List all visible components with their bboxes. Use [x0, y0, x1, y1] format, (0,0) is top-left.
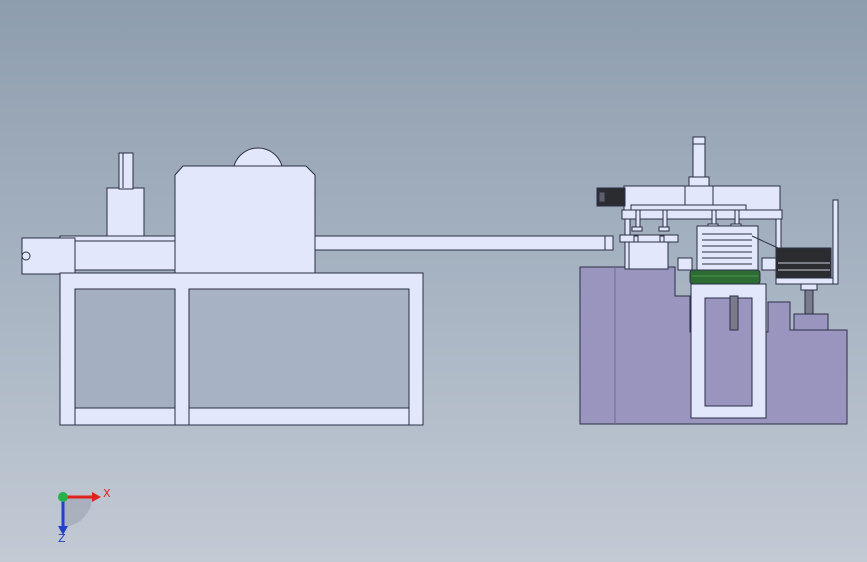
cylinder-cap — [692, 136, 706, 145]
gripper-rail — [619, 234, 679, 243]
suction-bar — [630, 204, 747, 211]
right-processing-station[interactable] — [579, 136, 848, 425]
top-pulley — [233, 147, 283, 167]
triad-shading — [63, 497, 93, 527]
z-axis-arrow — [58, 526, 68, 535]
left-conveyor-unit[interactable] — [21, 147, 614, 426]
stack-guide — [696, 225, 759, 273]
clamp-left — [677, 257, 693, 271]
z-axis-label: Z — [58, 532, 66, 545]
reference-triad[interactable]: X Z — [58, 487, 111, 545]
roller-bolt — [21, 251, 31, 261]
conveyor-support — [775, 277, 837, 285]
side-motor-face — [598, 191, 606, 203]
motor-block — [106, 187, 145, 237]
frame-opening-right — [188, 288, 410, 409]
feed-roller — [689, 269, 761, 285]
suction-cup — [658, 226, 670, 232]
cylinder-flange — [684, 185, 714, 207]
gripper-box — [628, 241, 669, 270]
main-housing — [174, 165, 316, 274]
suction-cup — [631, 226, 643, 232]
guide-arm — [751, 235, 779, 249]
enclosure-rim — [621, 209, 783, 220]
column-cap — [800, 283, 818, 291]
extended-shaft — [299, 235, 611, 251]
x-axis-label: X — [103, 487, 111, 500]
motor-shaft — [118, 152, 134, 190]
cylinder-body — [692, 143, 706, 179]
gripper-pin — [659, 235, 665, 243]
x-axis-arrow — [92, 492, 101, 502]
guide-post — [832, 199, 839, 285]
column-base — [793, 313, 829, 331]
y-axis-dot — [58, 492, 68, 502]
shaft-end-cap — [604, 235, 614, 251]
stacked-sheets — [702, 233, 752, 265]
lift-rod — [729, 295, 739, 331]
clamp-right — [761, 257, 777, 271]
gripper-pin — [633, 235, 639, 243]
frame-opening-left — [74, 288, 176, 409]
lift-frame-opening — [704, 297, 753, 407]
cylinder-mount — [688, 176, 710, 187]
end-roller-housing — [21, 237, 76, 275]
support-column — [804, 289, 814, 317]
